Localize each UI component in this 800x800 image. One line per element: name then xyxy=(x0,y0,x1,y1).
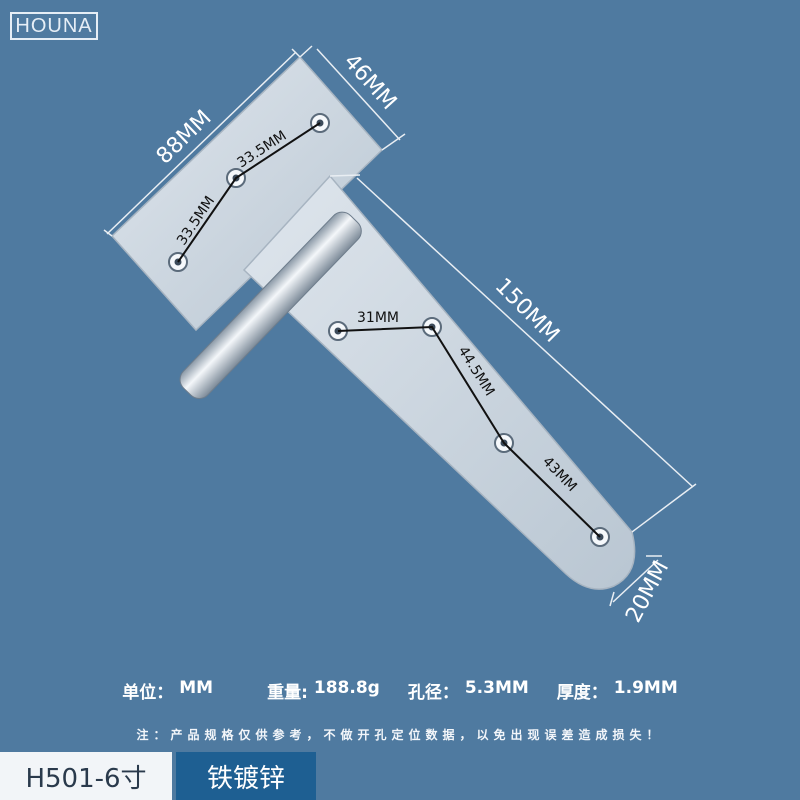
hole-label-c: 31MM xyxy=(357,310,399,326)
footer-bar: H501-6寸 铁镀锌 xyxy=(0,752,800,800)
spec-hole-label: 孔径： xyxy=(407,683,459,703)
model-label: H501-6寸 xyxy=(0,752,172,800)
brand-logo: HOUNA xyxy=(10,12,98,40)
spec-unit-value: MM xyxy=(179,678,214,698)
hinge-barrel xyxy=(179,211,362,399)
hole-spacing-line xyxy=(337,325,601,538)
spec-thickness-label: 厚度： xyxy=(556,683,608,703)
dimension-line-88 xyxy=(106,51,297,235)
spec-weight-label: 重量: xyxy=(267,683,308,703)
spec-row: 单位： MM 重量: 188.8g 孔径： 5.3MM 厚度： 1.9MM xyxy=(0,678,800,703)
disclaimer-note: 注：产品规格仅供参考，不做开孔定位数据，以免出现误差造成损失！ xyxy=(136,728,664,742)
spec-thickness-value: 1.9MM xyxy=(613,678,678,698)
dimension-line-150 xyxy=(356,177,694,488)
spec-unit-label: 单位： xyxy=(122,683,174,703)
spec-hole-value: 5.3MM xyxy=(464,678,529,698)
dimension-line-46 xyxy=(316,48,401,141)
dimension-line-20 xyxy=(612,559,659,603)
spec-weight-value: 188.8g xyxy=(313,678,380,698)
hinge-leaf-triangle xyxy=(242,174,636,590)
spec-hole: 孔径： 5.3MM xyxy=(408,678,529,703)
spec-weight: 重量: 188.8g xyxy=(267,678,380,703)
spec-thickness: 厚度： 1.9MM xyxy=(557,678,678,703)
spec-unit: 单位： MM xyxy=(122,678,213,703)
material-badge: 铁镀锌 xyxy=(176,752,316,800)
hole-spacing-line xyxy=(177,122,321,263)
